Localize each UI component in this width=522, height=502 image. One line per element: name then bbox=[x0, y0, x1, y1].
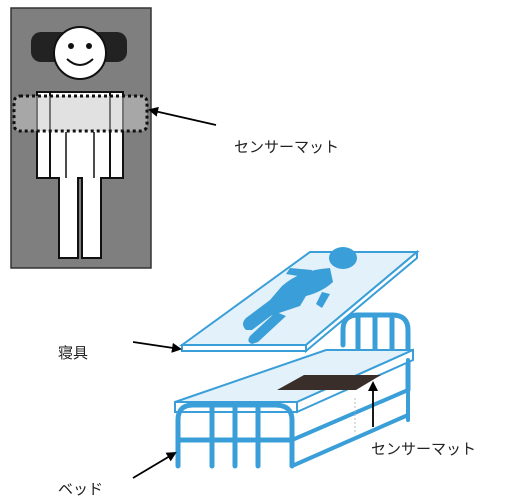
bedding-edge bbox=[181, 344, 307, 352]
arrow-sensor-mat-top bbox=[148, 106, 217, 126]
arrow-bedding bbox=[132, 341, 182, 353]
bedding-label: 寝具 bbox=[58, 344, 89, 362]
sensor-mat-label-top: センサーマット bbox=[234, 138, 340, 156]
smile bbox=[66, 58, 94, 66]
bed-side-rail bbox=[290, 358, 410, 468]
top-view-panel bbox=[10, 7, 152, 269]
bed-label: ベッド bbox=[58, 480, 104, 498]
bed-illustration bbox=[174, 247, 420, 469]
sensor-mat-area bbox=[12, 94, 149, 133]
bedding-side-edge bbox=[305, 249, 418, 354]
bed-footboard bbox=[175, 402, 295, 469]
sensor-mat-strip bbox=[277, 375, 381, 390]
right-eye bbox=[86, 43, 92, 49]
sensor-mat-label-bottom: センサーマット bbox=[371, 440, 477, 458]
left-eye bbox=[68, 43, 74, 49]
arrow-bed bbox=[132, 451, 177, 479]
person-head bbox=[53, 26, 107, 80]
person-on-bedding bbox=[243, 247, 357, 344]
